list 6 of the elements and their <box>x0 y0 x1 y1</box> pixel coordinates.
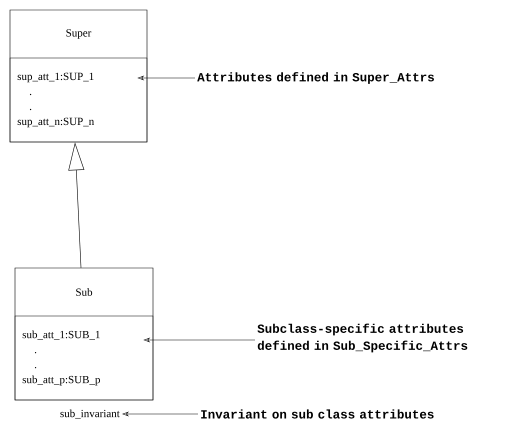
attribute-compartment: sub_att_1:SUB_1 . . sub_att_p:SUB_p <box>14 316 154 400</box>
note-text: sub_invariant <box>60 410 120 419</box>
note-text: Subclass-specific attributes defined in Sub_Specific_Attrs <box>257 324 468 352</box>
attribute-compartment: sup_att_1:SUP_1 . . sup_att_n:SUP_n <box>10 58 148 142</box>
note-text: Invariant on sub class attributes <box>201 409 434 419</box>
note-text: Attributes defined in Super_Attrs <box>197 72 434 84</box>
